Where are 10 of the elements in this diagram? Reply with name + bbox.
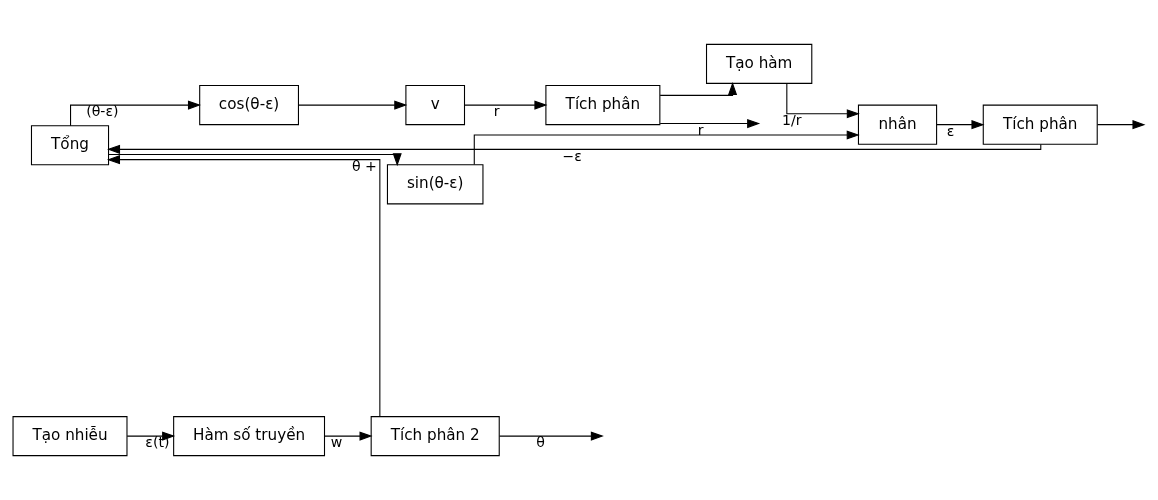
edge-label: w bbox=[330, 434, 343, 451]
edge-label: 1/r bbox=[781, 112, 802, 129]
edge-label: (θ-ε) bbox=[86, 103, 119, 120]
edge-label: θ bbox=[536, 434, 545, 451]
edge-label: ε(t) bbox=[145, 434, 170, 451]
edge-label: r bbox=[493, 103, 500, 120]
edge-label: ε bbox=[946, 122, 955, 139]
edge-label: θ + bbox=[351, 157, 377, 174]
edge-label: −ε bbox=[562, 147, 582, 164]
edge-label: r bbox=[697, 121, 704, 138]
